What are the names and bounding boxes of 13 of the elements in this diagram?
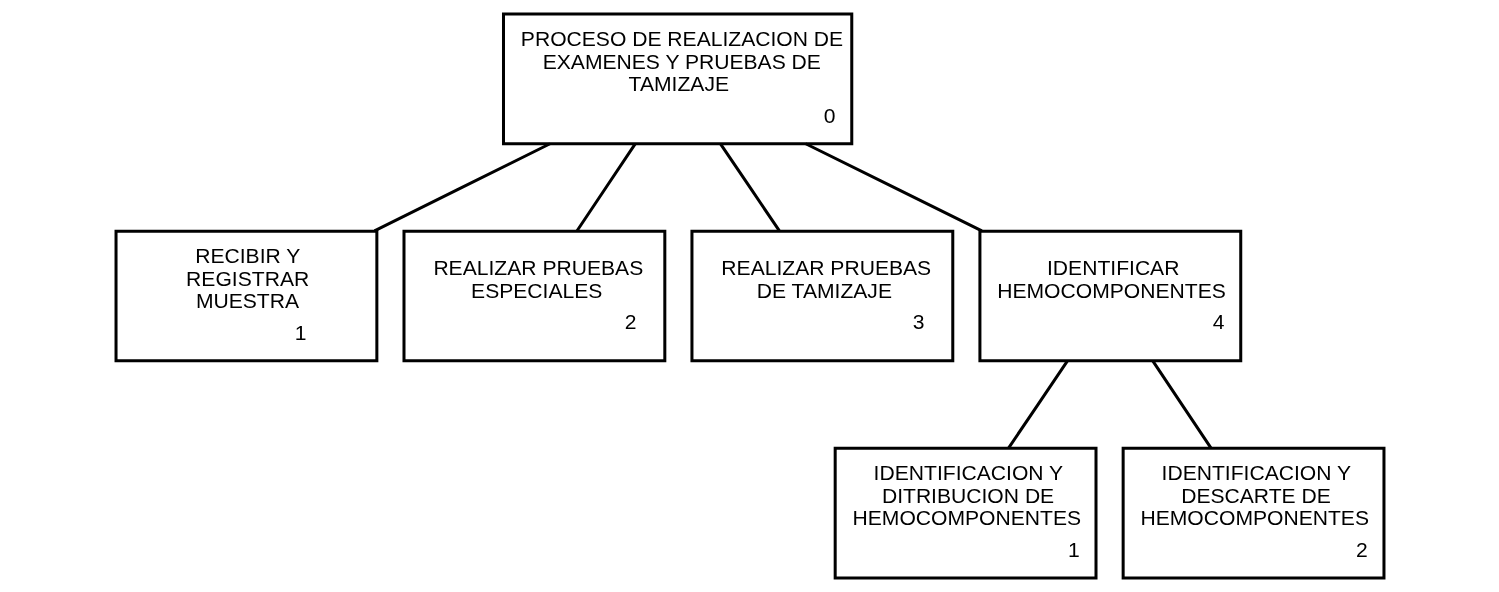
node-box: RECIBIR Y REGISTRAR MUESTRA 1 bbox=[114, 229, 378, 363]
node-box: IDENTIFICACION Y DITRIBUCION DE HEMOCOMPONENTES 1 bbox=[833, 446, 1097, 580]
connector bbox=[1006, 360, 1069, 449]
connector bbox=[373, 142, 551, 233]
node-box: REALIZAR PRUEBAS DE TAMIZAJE 3 bbox=[689, 229, 954, 363]
connector bbox=[1151, 360, 1212, 449]
node-box: PROCESO DE REALIZACION DE EXAMENES Y PRUEBAS DE TAMIZAJE 0 bbox=[501, 12, 853, 146]
node-box: IDENTIFICACION Y DESCARTE DE HEMOCOMPONENTES 2 bbox=[1121, 446, 1385, 580]
connector bbox=[804, 142, 982, 233]
node-box: IDENTIFICAR HEMOCOMPONENTES 4 bbox=[977, 229, 1242, 363]
connector bbox=[575, 143, 636, 232]
connector bbox=[718, 143, 780, 232]
node-box: REALIZAR PRUEBAS ESPECIALES 2 bbox=[402, 229, 666, 363]
